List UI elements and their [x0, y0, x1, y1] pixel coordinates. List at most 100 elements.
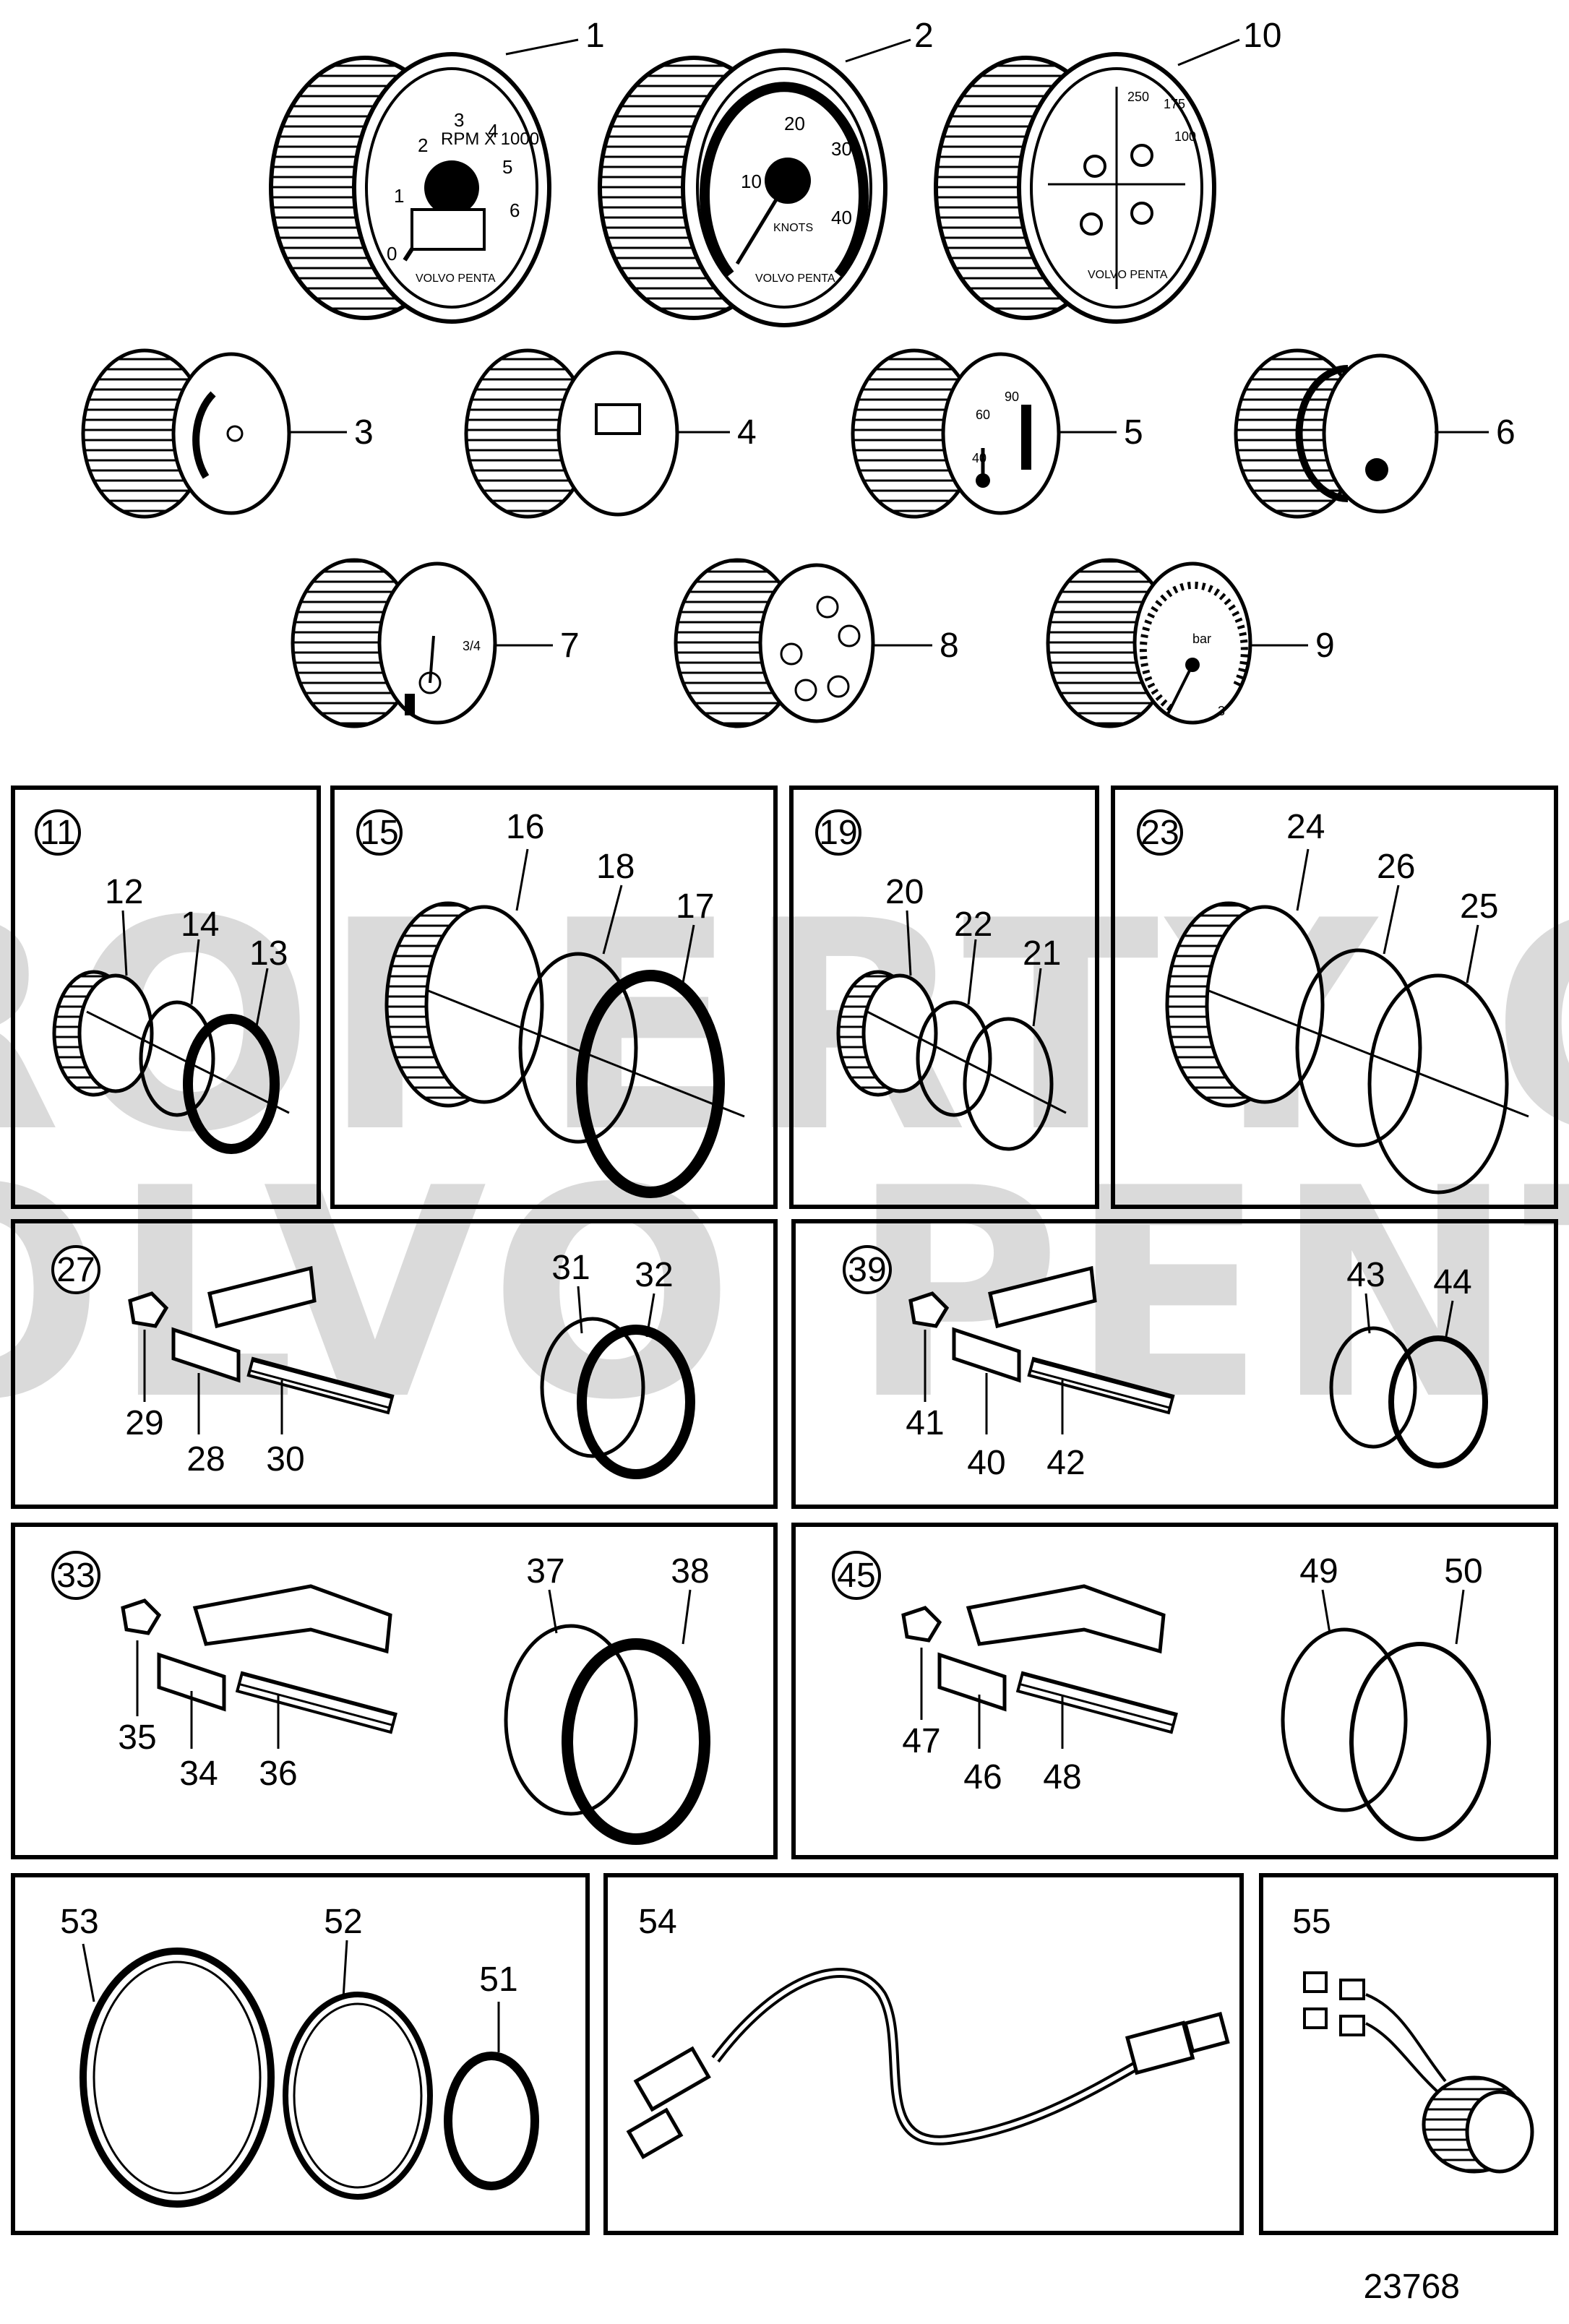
label-2: 2 — [914, 17, 934, 55]
svg-text:14: 14 — [181, 905, 219, 944]
svg-text:35: 35 — [118, 1718, 156, 1757]
kit-panel-27: 27 29 28 30 31 32 — [11, 1219, 778, 1509]
svg-text:41: 41 — [906, 1404, 944, 1442]
svg-text:51: 51 — [479, 1961, 517, 1999]
label-3: 3 — [354, 413, 374, 452]
svg-text:17: 17 — [676, 887, 714, 926]
svg-text:23: 23 — [1140, 814, 1179, 852]
gauge-7: 3/4 7 — [291, 558, 580, 728]
svg-text:26: 26 — [1377, 848, 1415, 886]
gauge-8: 8 — [674, 558, 959, 728]
svg-text:44: 44 — [1433, 1263, 1471, 1301]
bottom-panel-rings: 53 52 51 — [11, 1873, 590, 2235]
svg-text:38: 38 — [671, 1552, 709, 1591]
svg-text:49: 49 — [1299, 1552, 1338, 1591]
kit-panel-15: 15 16 18 17 — [330, 786, 778, 1209]
gauge-4: 4 — [464, 348, 757, 519]
svg-text:36: 36 — [259, 1755, 297, 1793]
label-4: 4 — [737, 413, 757, 452]
svg-text:90: 90 — [1005, 390, 1019, 404]
svg-text:55: 55 — [1292, 1903, 1331, 1941]
gauge-3: 3 — [81, 348, 374, 519]
figure-id: 23768 — [1364, 2268, 1460, 2306]
svg-text:31: 31 — [551, 1249, 590, 1287]
svg-text:50: 50 — [1444, 1552, 1482, 1591]
svg-text:30: 30 — [831, 138, 852, 160]
svg-text:100: 100 — [1174, 129, 1196, 144]
svg-text:250: 250 — [1127, 90, 1149, 104]
gauge-9: bar 3 9 — [1046, 558, 1335, 728]
gauge-speedometer: 10 20 30 40 KNOTS VOLVO PENTA 2 — [598, 17, 934, 327]
svg-text:52: 52 — [324, 1903, 362, 1941]
svg-text:40: 40 — [972, 451, 986, 465]
svg-text:32: 32 — [635, 1256, 673, 1294]
svg-text:175: 175 — [1164, 97, 1185, 111]
svg-text:2: 2 — [418, 134, 428, 156]
svg-text:30: 30 — [266, 1440, 304, 1479]
svg-text:20: 20 — [885, 873, 924, 911]
bottom-panel-cable: 54 — [603, 1873, 1244, 2235]
svg-text:4: 4 — [488, 120, 498, 142]
label-1: 1 — [585, 17, 605, 55]
svg-text:22: 22 — [954, 905, 992, 944]
kit-panel-39: 39 41 40 42 43 44 — [791, 1219, 1558, 1509]
svg-text:34: 34 — [179, 1755, 218, 1793]
svg-text:VOLVO PENTA: VOLVO PENTA — [1088, 269, 1168, 281]
label-6: 6 — [1496, 413, 1516, 452]
svg-text:27: 27 — [56, 1251, 95, 1289]
bottom-panel-sensor: 55 — [1259, 1873, 1558, 2235]
svg-text:25: 25 — [1460, 887, 1498, 926]
svg-text:37: 37 — [526, 1552, 564, 1591]
svg-text:47: 47 — [902, 1722, 940, 1760]
gauge-5: 40 60 90 5 — [851, 348, 1143, 519]
svg-text:18: 18 — [596, 848, 635, 886]
svg-text:3/4: 3/4 — [463, 639, 481, 653]
svg-text:53: 53 — [60, 1903, 98, 1941]
label-7: 7 — [560, 627, 580, 665]
svg-text:VOLVO PENTA: VOLVO PENTA — [416, 272, 496, 285]
svg-text:19: 19 — [819, 814, 857, 852]
svg-text:28: 28 — [186, 1440, 225, 1479]
svg-text:bar: bar — [1192, 632, 1211, 646]
svg-text:3: 3 — [454, 109, 464, 131]
svg-text:0: 0 — [387, 243, 397, 264]
svg-text:42: 42 — [1046, 1444, 1085, 1482]
kit-panel-33: 33 35 34 36 37 38 — [11, 1523, 778, 1859]
label-5: 5 — [1124, 413, 1143, 452]
svg-text:48: 48 — [1043, 1758, 1081, 1796]
svg-text:6: 6 — [510, 199, 520, 221]
svg-text:15: 15 — [360, 814, 398, 852]
kit-panel-19: 19 20 22 21 — [789, 786, 1099, 1209]
kit-panel-23: 23 24 26 25 — [1111, 786, 1558, 1209]
svg-text:KNOTS: KNOTS — [773, 222, 813, 234]
svg-text:33: 33 — [56, 1557, 95, 1595]
svg-text:43: 43 — [1346, 1256, 1385, 1294]
svg-text:12: 12 — [105, 873, 143, 911]
svg-text:40: 40 — [967, 1444, 1005, 1482]
svg-text:13: 13 — [249, 934, 288, 973]
svg-text:10: 10 — [741, 171, 762, 192]
label-9: 9 — [1315, 627, 1335, 665]
label-10: 10 — [1243, 17, 1281, 55]
svg-text:24: 24 — [1286, 808, 1325, 846]
svg-text:54: 54 — [638, 1903, 676, 1941]
svg-text:16: 16 — [506, 808, 544, 846]
svg-text:5: 5 — [502, 156, 512, 178]
svg-text:VOLVO PENTA: VOLVO PENTA — [755, 272, 835, 285]
svg-text:20: 20 — [784, 113, 805, 134]
svg-text:46: 46 — [963, 1758, 1002, 1796]
svg-text:29: 29 — [125, 1404, 163, 1442]
svg-text:45: 45 — [837, 1557, 875, 1595]
svg-text:1: 1 — [394, 185, 404, 207]
label-8: 8 — [940, 627, 959, 665]
dial-label: RPM X 1000 — [441, 129, 539, 149]
svg-text:40: 40 — [831, 207, 852, 228]
gauge-multi: 250 175 100 VOLVO PENTA 10 — [934, 17, 1281, 324]
kit-panel-11: 11 12 14 13 — [11, 786, 321, 1209]
gauge-tachometer: RPM X 1000 0 1 2 3 4 5 6 VOLVO PENTA 1 — [269, 17, 605, 324]
svg-text:21: 21 — [1023, 934, 1061, 973]
svg-text:39: 39 — [848, 1251, 886, 1289]
gauge-6: 6 — [1234, 348, 1516, 519]
kit-id: 11 — [40, 814, 76, 852]
